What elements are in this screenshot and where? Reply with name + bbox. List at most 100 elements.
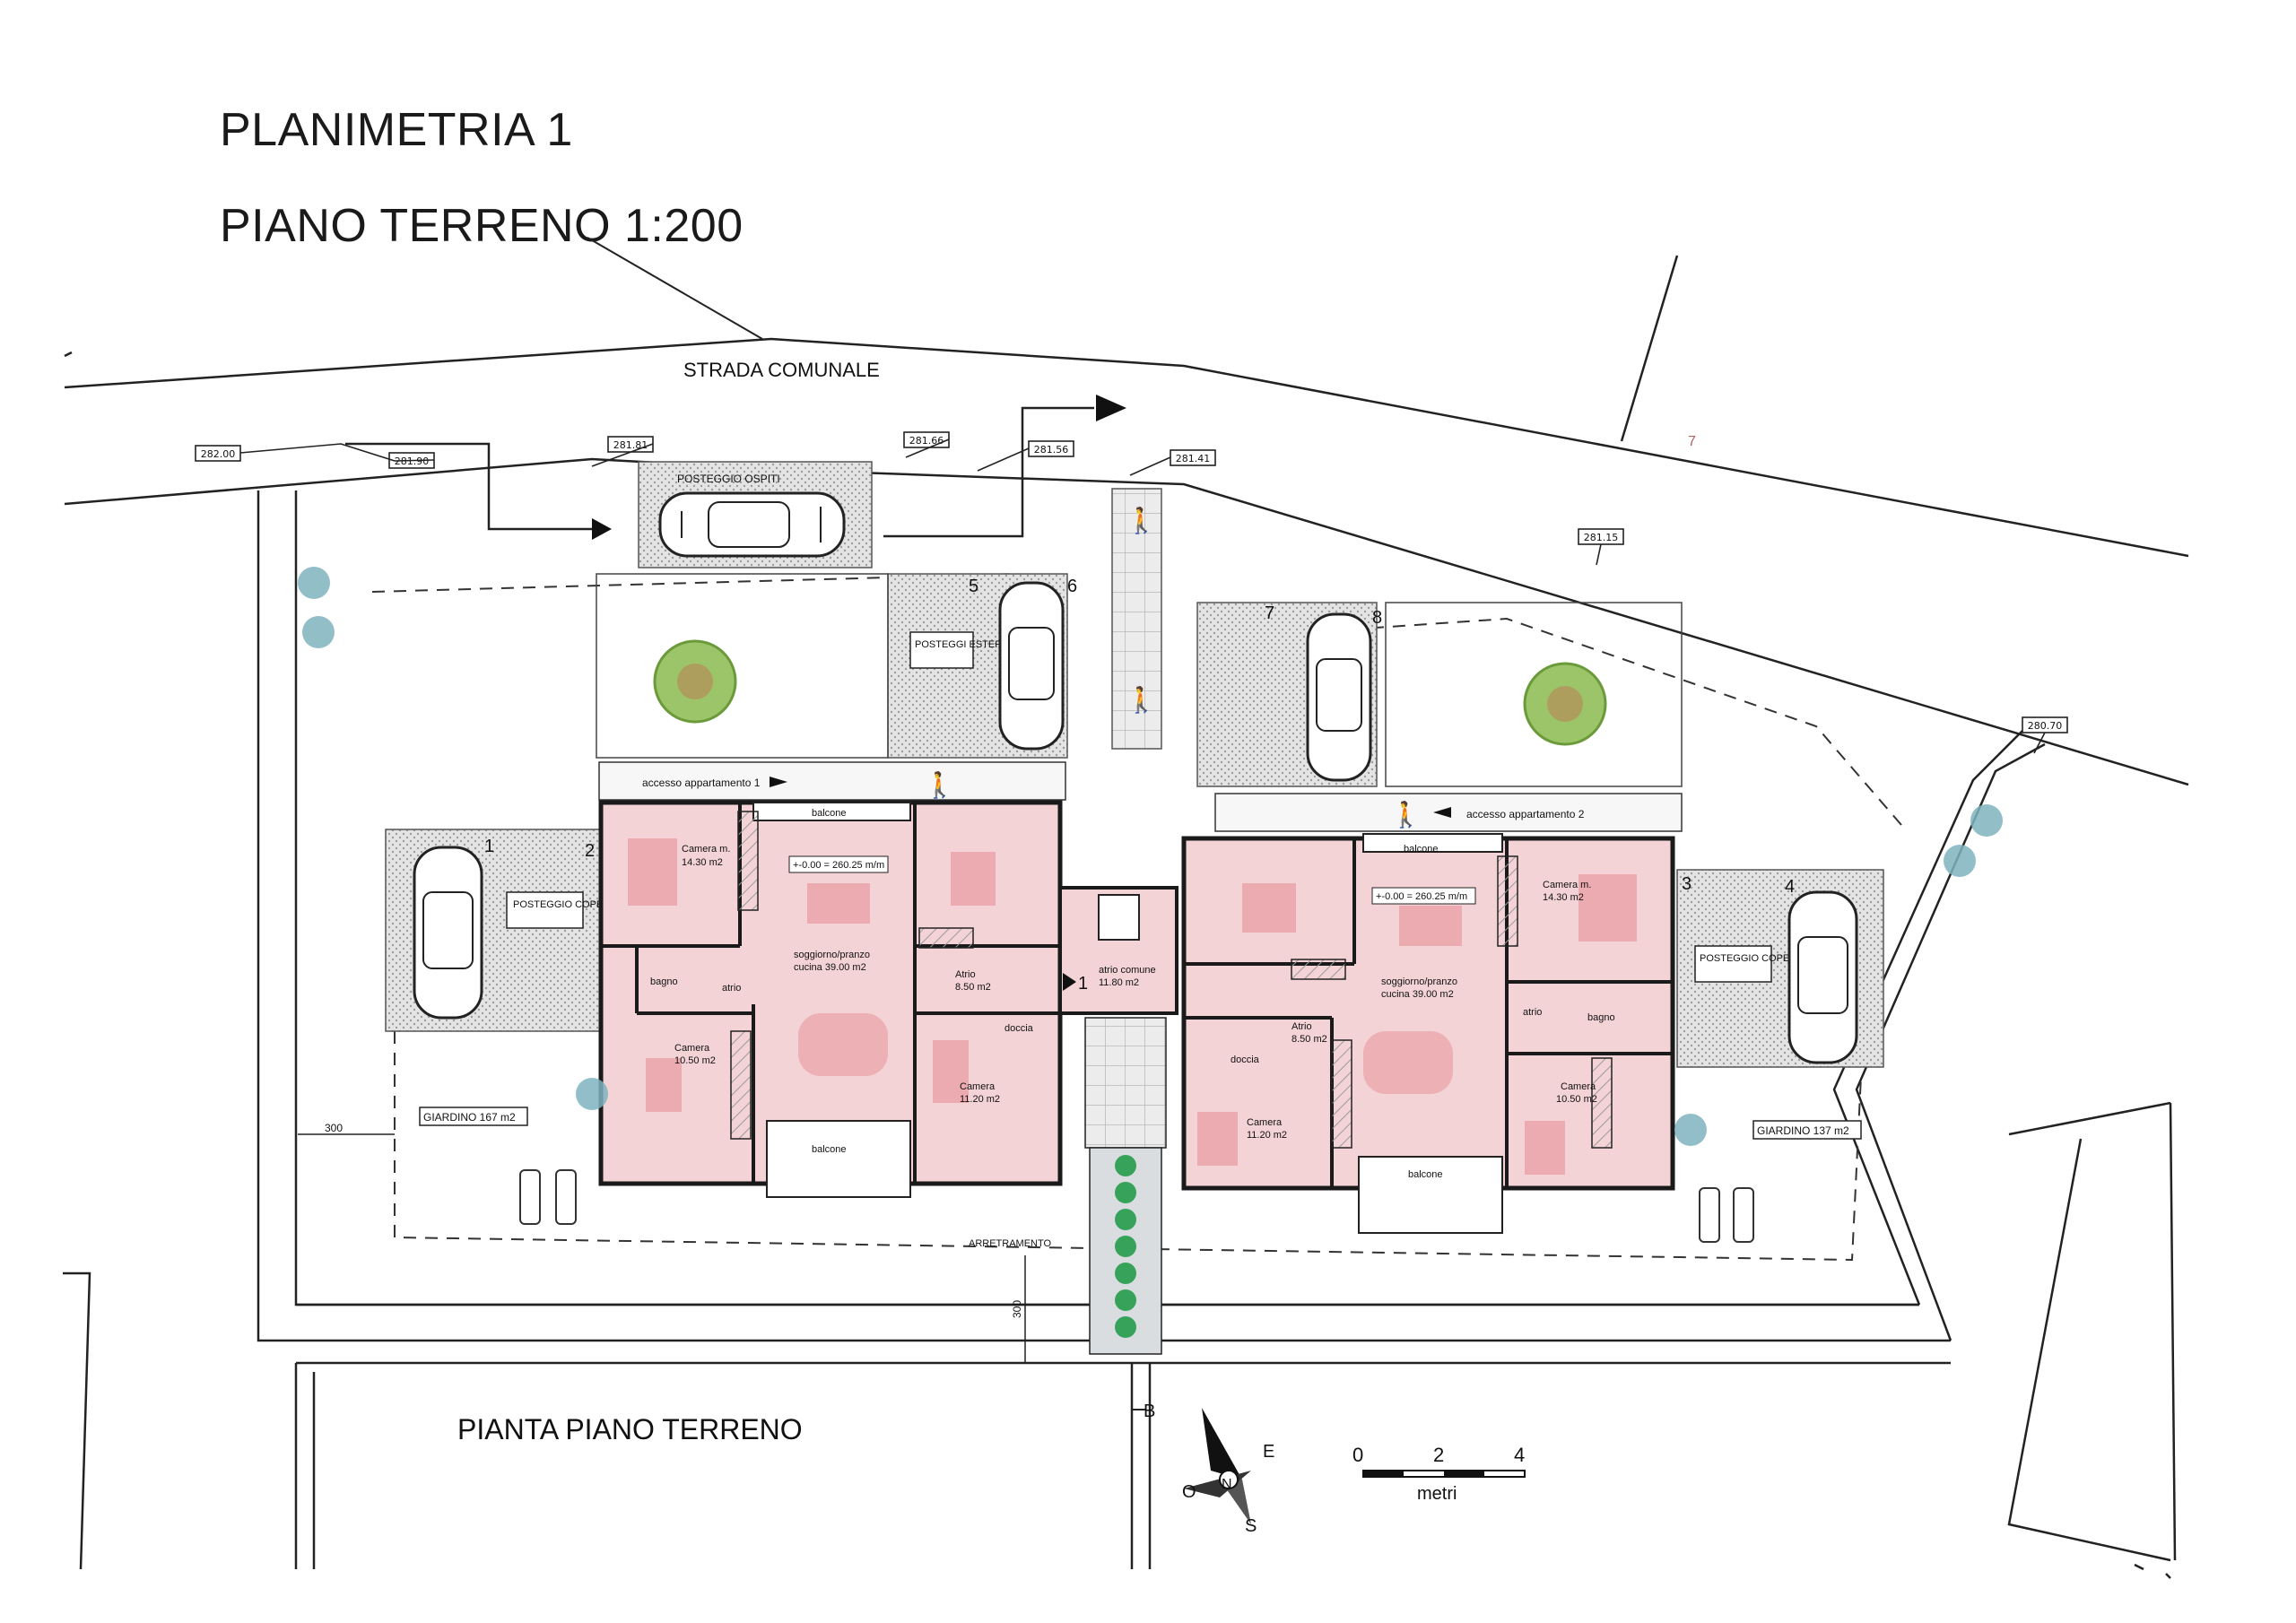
dimension-300-vertical: 300	[1011, 1300, 1023, 1318]
room-soggiorno-area: cucina 39.00 m2	[1381, 989, 1454, 1000]
arrow-left-icon	[1433, 807, 1451, 818]
garden-plot-left	[596, 573, 889, 759]
elevation-281-15: 281.15	[1584, 532, 1619, 543]
compass-o-label: O	[1182, 1482, 1196, 1502]
room-camera-m-label: Camera m.	[682, 844, 730, 855]
room-camera-m-area: 14.30 m2	[682, 857, 723, 868]
room-balcone-label: balcone	[812, 808, 847, 819]
parking-number-4: 4	[1785, 877, 1795, 897]
room-camera-label: Camera	[674, 1043, 710, 1054]
arrow-head-icon	[592, 518, 612, 540]
room-soggiorno-area: cucina 39.00 m2	[794, 962, 866, 973]
scale-tick-4: 4	[1514, 1444, 1525, 1466]
lot-number: 7	[1688, 434, 1696, 449]
balcone-bottom-left	[766, 1120, 911, 1198]
access-apt-2-label: accesso appartamento 2	[1466, 808, 1585, 820]
parking-number-6: 6	[1067, 577, 1077, 596]
external-parking-label: POSTEGGI ESTERNI	[915, 639, 1012, 650]
north-arrow-icon	[1184, 1408, 1251, 1524]
room-camera-area: 11.20 m2	[1247, 1130, 1287, 1141]
room-doccia-label: doccia	[1231, 1055, 1260, 1065]
dimension-300-horizontal: 300	[325, 1122, 343, 1134]
room-camera-m-area: 14.30 m2	[1543, 892, 1584, 903]
room-camera-m-label: Camera m.	[1543, 880, 1591, 890]
arrow-head-icon	[1096, 395, 1126, 421]
section-marker-b: B	[1144, 1402, 1155, 1421]
pedestrian-icon: 🚶	[1390, 800, 1422, 829]
garden-right-label: GIARDINO 137 m2	[1757, 1124, 1849, 1137]
shrub-icon	[298, 567, 2003, 1146]
room-camera-label: Camera	[960, 1081, 996, 1092]
road-label: STRADA COMUNALE	[683, 359, 880, 381]
apartment-1	[598, 800, 1063, 1198]
car-icon	[413, 846, 483, 1020]
room-soggiorno-label: soggiorno/pranzo	[1381, 976, 1457, 987]
room-camera-label: Camera	[1561, 1081, 1596, 1092]
car-icon	[1306, 612, 1372, 782]
room-bagno-label: bagno	[650, 976, 678, 987]
room-balcone-label: balcone	[1408, 1169, 1443, 1180]
room-atrio-label: atrio	[722, 983, 741, 994]
compass-s-label: S	[1245, 1516, 1257, 1536]
pedestrian-path	[1111, 488, 1162, 750]
scale-bar	[1362, 1470, 1526, 1478]
plan-view-label: PIANTA PIANO TERRENO	[457, 1413, 803, 1445]
compass-e-label: E	[1263, 1442, 1274, 1462]
arrow-right-icon	[770, 777, 787, 787]
room-camera-area: 10.50 m2	[674, 1055, 716, 1066]
balcone-bottom-right	[1358, 1156, 1503, 1234]
room-camera-area: 11.20 m2	[960, 1094, 1000, 1105]
room-atrio-area: 8.50 m2	[955, 982, 991, 993]
garden-left-label: GIARDINO 167 m2	[423, 1111, 516, 1124]
covered-parking-label-left: POSTEGGIO COPERTO	[513, 899, 624, 910]
common-atrium-label: atrio comune	[1099, 965, 1156, 976]
pedestrian-icon: 🚶	[1126, 685, 1157, 715]
pedestrian-icon: 🚶	[1126, 506, 1157, 535]
car-icon	[658, 491, 846, 558]
common-atrium-area: 11.80 m2	[1099, 977, 1139, 988]
lounger-icon	[519, 1169, 1754, 1243]
car-icon	[1787, 890, 1858, 1064]
staircase	[1084, 1017, 1167, 1149]
external-parking-sign	[909, 631, 974, 669]
compass-n-label: N	[1222, 1477, 1232, 1492]
elevation-281-81: 281.81	[613, 439, 648, 451]
plan-subtitle: PIANO TERRENO 1:200	[220, 200, 744, 252]
parking-number-5: 5	[969, 577, 978, 596]
access-path-apt-1	[598, 761, 1066, 801]
elevation-280-70: 280.70	[2028, 720, 2063, 732]
setback-label: ARRETRAMENTO	[969, 1238, 1052, 1249]
elevation-282-00: 282.00	[201, 448, 236, 460]
plan-title: PLANIMETRIA 1	[220, 104, 573, 156]
access-arrows	[345, 406, 1094, 538]
common-atrium	[1058, 886, 1178, 1355]
elevation-281-66: 281.66	[909, 435, 944, 447]
scale-unit: metri	[1417, 1484, 1457, 1504]
door-arrow-icon	[1063, 973, 1076, 991]
floor-level-label: +-0.00 = 260.25 m/m	[1376, 891, 1467, 902]
floor-level-label: +-0.00 = 260.25 m/m	[793, 860, 884, 871]
covered-parking-label-right: POSTEGGIO COPERTO	[1700, 953, 1811, 964]
room-balcone-label: balcone	[812, 1144, 847, 1155]
door-number-1: 1	[1078, 974, 1088, 994]
car-icon	[998, 581, 1065, 751]
room-atrio-cap-label: Atrio	[955, 969, 976, 980]
elevation-281-90: 281.90	[395, 456, 430, 467]
scale-tick-0: 0	[1352, 1444, 1363, 1466]
elevation-281-56: 281.56	[1034, 444, 1069, 456]
hedge-row	[1115, 1155, 1136, 1338]
elevation-281-41: 281.41	[1176, 453, 1211, 464]
room-atrio-label: atrio	[1523, 1007, 1542, 1018]
room-atrio-area: 8.50 m2	[1292, 1034, 1327, 1045]
room-atrio-cap-label: Atrio	[1292, 1021, 1312, 1032]
room-camera-label: Camera	[1247, 1117, 1283, 1128]
guest-parking-label: POSTEGGIO OSPITI	[677, 473, 780, 485]
room-camera-area: 10.50 m2	[1556, 1094, 1597, 1105]
balcone-top-right	[1362, 833, 1503, 853]
parking-number-3: 3	[1682, 874, 1692, 894]
room-balcone-label: balcone	[1404, 844, 1439, 855]
scale-tick-2: 2	[1433, 1444, 1444, 1466]
garden-plot-right	[1385, 602, 1683, 787]
parking-number-8: 8	[1372, 608, 1382, 628]
room-bagno-label: bagno	[1587, 1012, 1615, 1023]
